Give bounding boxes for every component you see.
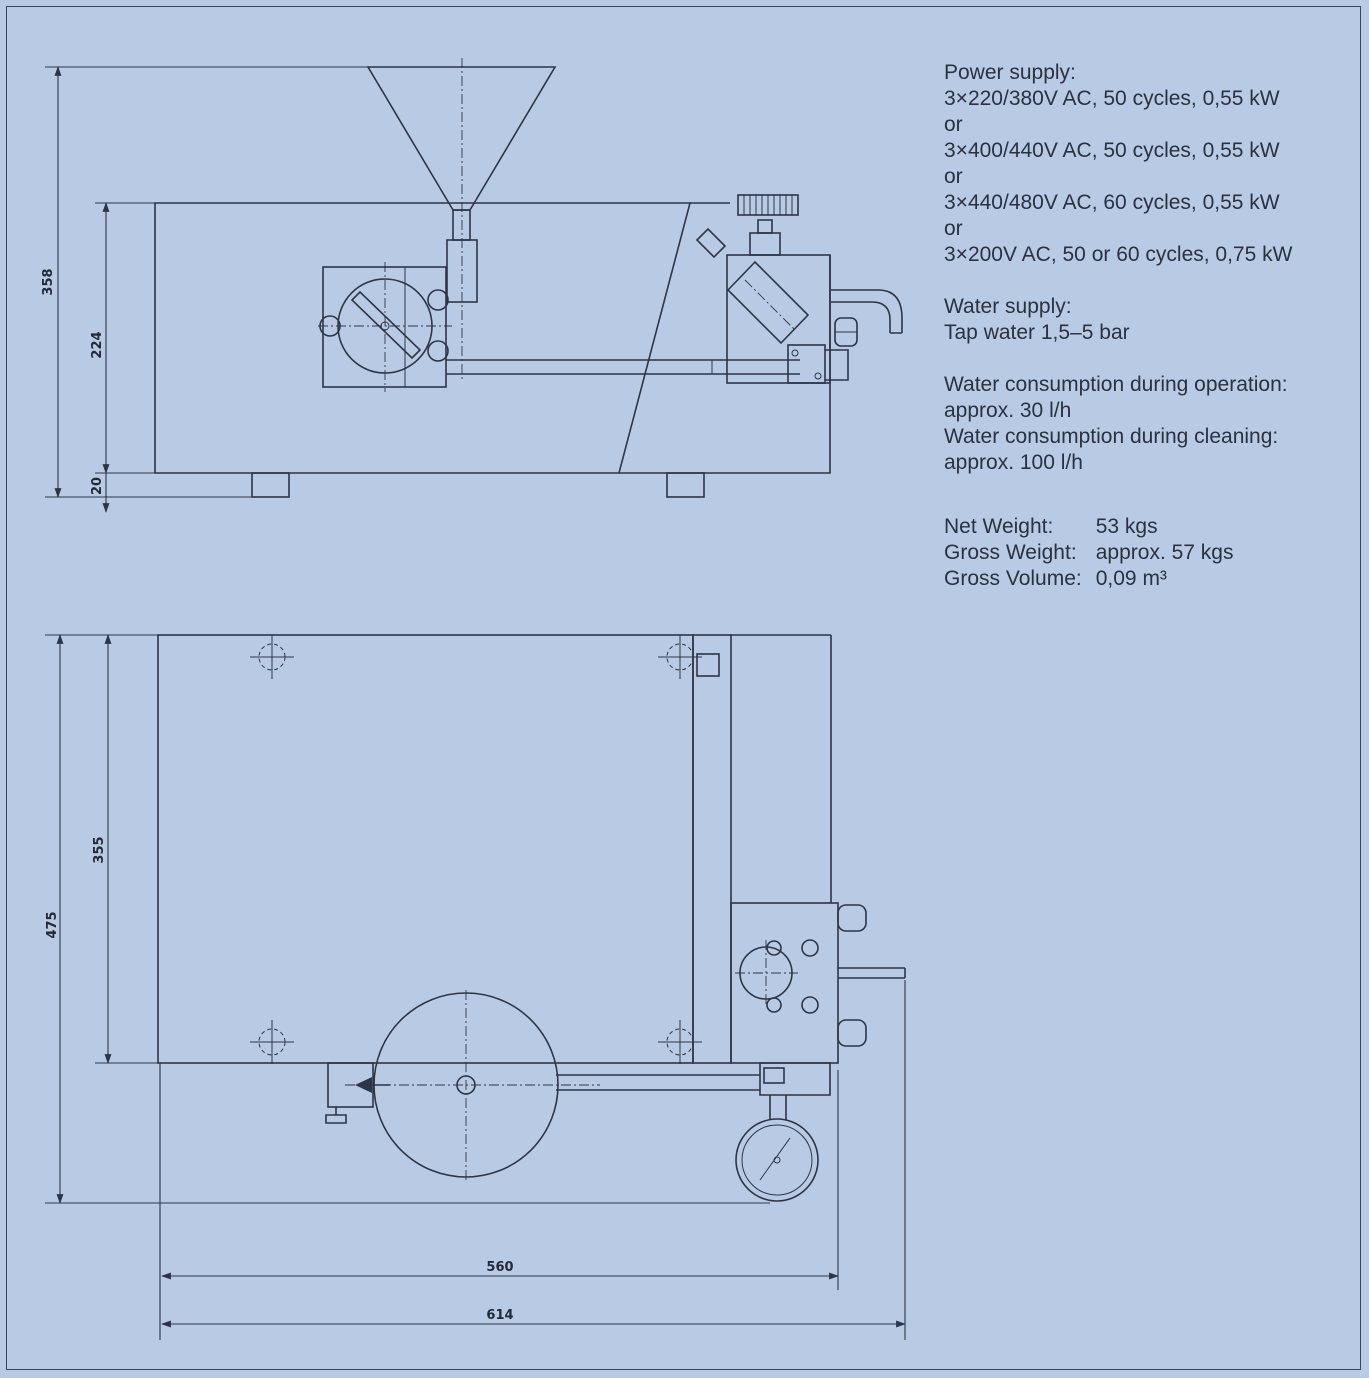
pressure-gauge-plan — [735, 1118, 819, 1202]
power-supply-option: 3×200V AC, 50 or 60 cycles, 0,75 kW — [944, 243, 1293, 266]
power-supply-option: 3×220/380V AC, 50 cycles, 0,55 kW — [944, 87, 1280, 110]
bolt-holes — [250, 635, 702, 1064]
water-supply-heading: Water supply: — [944, 295, 1072, 318]
valve-block-plan — [730, 902, 839, 1064]
main-housing — [154, 202, 692, 474]
dim-plan-total-depth: 475 — [45, 911, 60, 938]
plan-view — [157, 634, 906, 1202]
power-supply-or: or — [944, 217, 963, 240]
weight-value: approx. 57 kgs — [1095, 541, 1234, 564]
dim-side-total-height: 358 — [41, 268, 56, 295]
weights-table: Net Weight: 53 kgs Gross Weight: approx.… — [944, 514, 1234, 592]
pump-housing — [322, 266, 447, 388]
dimension-lines — [45, 66, 906, 1340]
table-row: Net Weight: 53 kgs — [944, 514, 1234, 540]
foot-left — [251, 472, 290, 498]
power-supply-option: 3×440/480V AC, 60 cycles, 0,55 kW — [944, 191, 1280, 214]
foot-right — [666, 472, 705, 498]
dim-plan-body-depth: 355 — [92, 836, 107, 863]
pressure-gauge-side — [726, 260, 810, 345]
consumption-operation-value: approx. 30 l/h — [944, 399, 1072, 422]
weight-label: Gross Weight: — [944, 541, 1077, 564]
side-elevation-view — [154, 58, 903, 498]
water-hose — [830, 289, 903, 334]
power-supply-option: 3×400/440V AC, 50 cycles, 0,55 kW — [944, 139, 1280, 162]
consumption-cleaning-value: approx. 100 l/h — [944, 451, 1083, 474]
page-frame — [6, 6, 1361, 1370]
hopper-funnel — [366, 66, 557, 211]
plan-housing — [157, 634, 694, 1064]
dim-total-width: 614 — [486, 1308, 513, 1323]
dim-body-width: 560 — [486, 1260, 513, 1275]
water-supply-pressure: Tap water 1,5–5 bar — [944, 321, 1130, 344]
power-supply-heading: Power supply: — [944, 61, 1076, 84]
hopper-neck — [446, 239, 478, 303]
table-row: Gross Weight: approx. 57 kgs — [944, 540, 1234, 566]
side-housing — [619, 202, 831, 474]
weight-value: 53 kgs — [1095, 515, 1158, 538]
dim-side-body-height: 224 — [90, 331, 105, 358]
consumption-cleaning-label: Water consumption during cleaning: — [944, 425, 1279, 448]
consumption-operation-label: Water consumption during operation: — [944, 373, 1288, 396]
weight-label: Net Weight: — [944, 515, 1054, 538]
table-row: Gross Volume: 0,09 m³ — [944, 566, 1234, 592]
weight-value: 0,09 m³ — [1095, 567, 1167, 590]
specifications-panel: Power supply: 3×220/380V AC, 50 cycles, … — [944, 60, 1344, 592]
outlet-arrow-icon — [355, 1077, 372, 1093]
weight-label: Gross Volume: — [944, 567, 1082, 590]
dim-side-feet-height: 20 — [90, 477, 105, 495]
power-supply-or: or — [944, 165, 963, 188]
power-supply-or: or — [944, 113, 963, 136]
